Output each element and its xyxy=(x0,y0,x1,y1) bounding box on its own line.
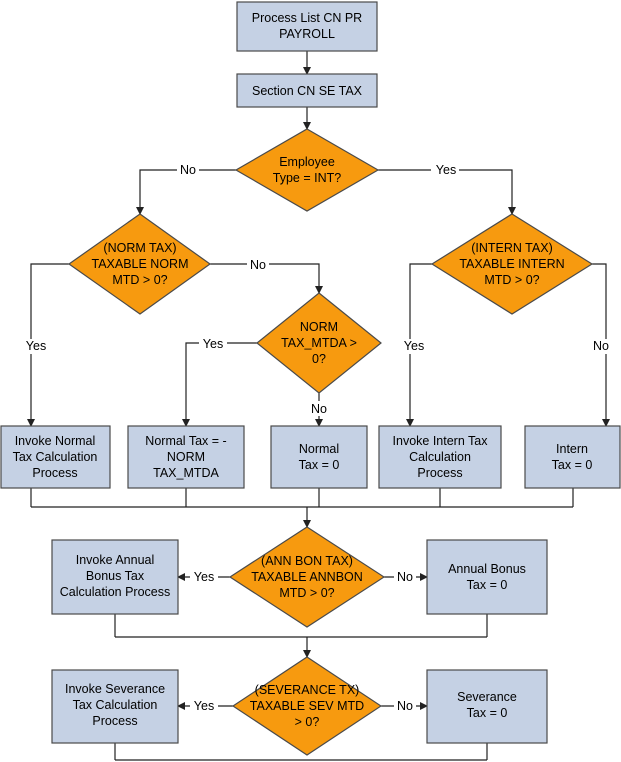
label-severance-no: No xyxy=(397,699,413,713)
label-employee-yes: Yes xyxy=(436,163,456,177)
label-annbon-no: No xyxy=(397,570,413,584)
label-severance-yes: Yes xyxy=(194,699,214,713)
edge-employee-no xyxy=(136,169,236,215)
svg-text:(SEVERANCE TX)TAXABLE SEV MTD>: (SEVERANCE TX)TAXABLE SEV MTD> 0? xyxy=(250,683,364,729)
label-norm-yes: Yes xyxy=(26,339,46,353)
label-mtda-yes: Yes xyxy=(203,337,223,351)
edge-labels: No Yes No Yes Yes No Yes No Yes No Yes N… xyxy=(21,162,612,714)
edge-intern-no xyxy=(592,263,610,427)
label-annbon-yes: Yes xyxy=(194,570,214,584)
label-norm-no: No xyxy=(250,258,266,272)
svg-text:Section CN SE TAX: Section CN SE TAX xyxy=(252,84,363,98)
label-intern-no: No xyxy=(593,339,609,353)
severance-decision: (SEVERANCE TX)TAXABLE SEV MTD> 0? xyxy=(231,656,383,756)
edge-mtda-yes xyxy=(182,342,257,427)
edge-employee-yes xyxy=(378,169,516,215)
label-intern-yes: Yes xyxy=(404,339,424,353)
section-box: Section CN SE TAX xyxy=(236,73,378,108)
label-employee-no: No xyxy=(180,163,196,177)
edge-norm-no xyxy=(210,263,323,294)
label-mtda-no: No xyxy=(311,402,327,416)
edge-intern-yes xyxy=(406,263,432,427)
edge-norm-yes xyxy=(27,263,69,427)
